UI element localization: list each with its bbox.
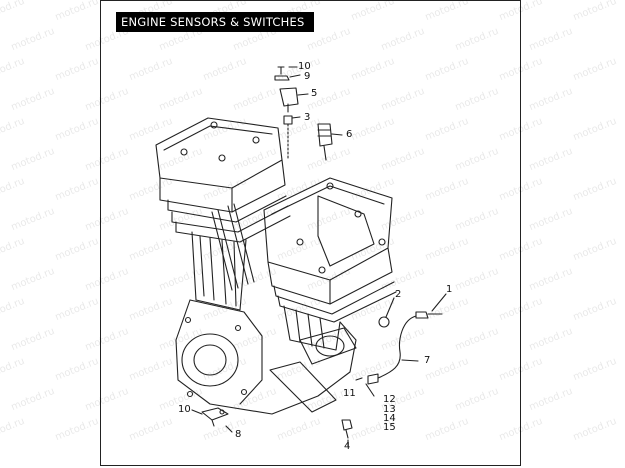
callout-2: 2 [395, 289, 402, 300]
part-5-sensor [279, 87, 299, 107]
callout-4: 4 [344, 441, 351, 452]
callout-6: 6 [346, 129, 353, 140]
callout-10-top: 10 [298, 61, 311, 72]
callout-3: 3 [304, 112, 311, 123]
callout-15: 15 [383, 422, 396, 433]
callout-10-bottom: 10 [178, 404, 191, 415]
callout-8: 8 [235, 429, 242, 440]
part-2-o-ring [378, 316, 390, 328]
part-8-bracket [201, 407, 229, 421]
front-rocker-cover [263, 177, 393, 281]
callout-9: 9 [304, 71, 311, 82]
callout-1: 1 [446, 284, 453, 295]
callout-11: 11 [343, 388, 356, 399]
diagram-title: ENGINE SENSORS & SWITCHES [116, 12, 314, 32]
part-7-wire [377, 315, 417, 379]
part-1-sensor [415, 311, 429, 319]
callout-5: 5 [311, 88, 318, 99]
part-6-switch [317, 123, 333, 147]
rear-rocker-cover [155, 117, 283, 189]
callout-12: 12 [383, 394, 396, 405]
callout-14: 14 [383, 413, 396, 424]
callout-13: 13 [383, 404, 396, 415]
part-4-sender [341, 419, 353, 431]
callout-7: 7 [424, 355, 431, 366]
crankcase [175, 299, 357, 415]
diagram-frame [100, 0, 521, 466]
part-9-clip [274, 75, 290, 81]
